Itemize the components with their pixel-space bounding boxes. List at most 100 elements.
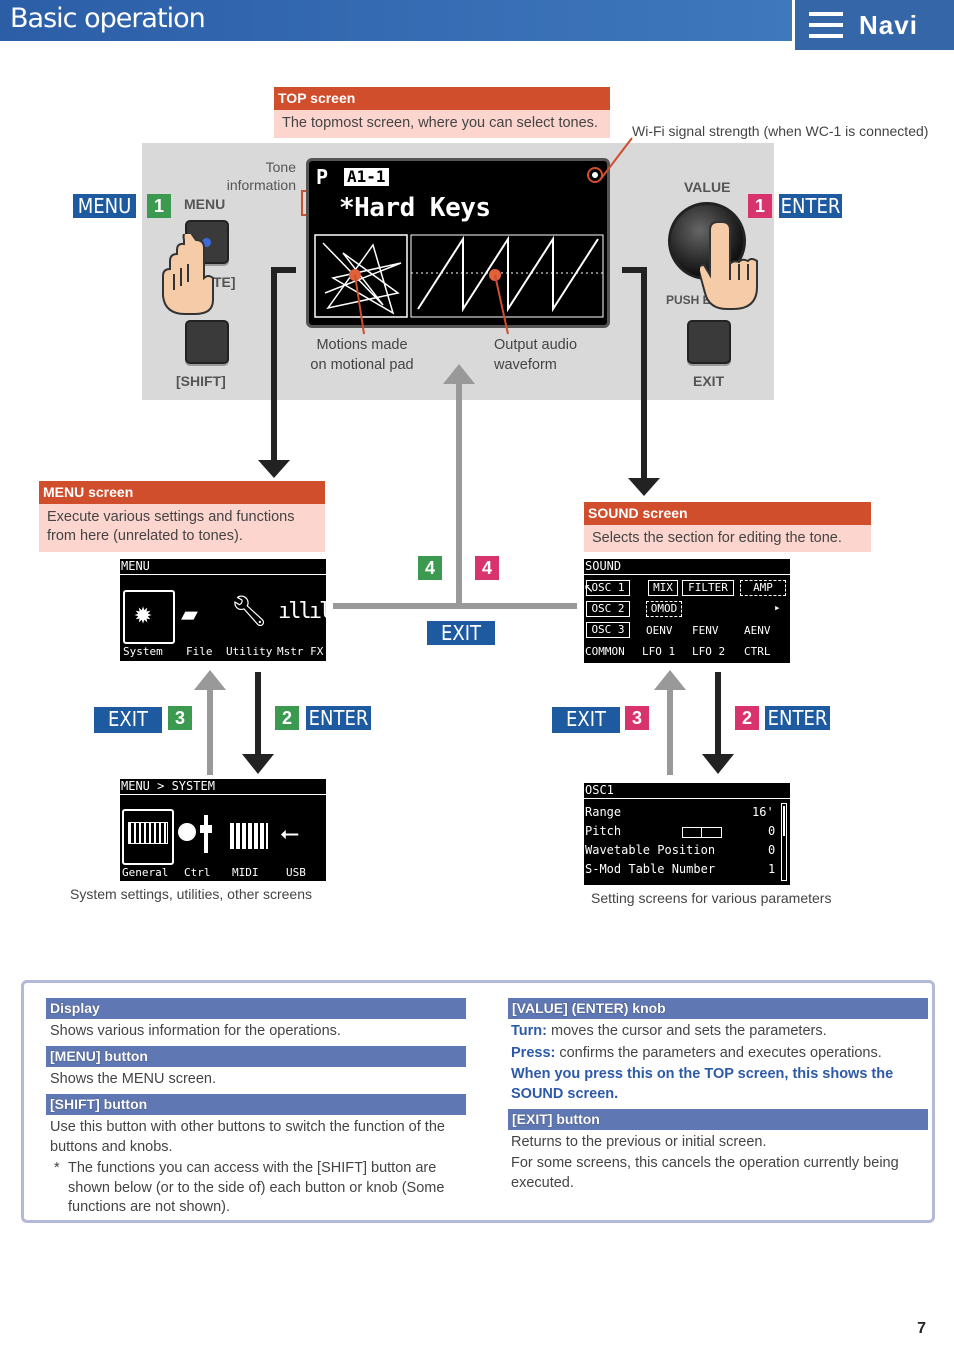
- menu-lcd: MENU ✹ ▰ 🔧︎ ıllıl System File Utility Ms…: [120, 559, 332, 661]
- osc-param-name: S-Mod Table Number: [585, 862, 716, 876]
- hand-pointer-icon: [162, 234, 214, 315]
- system-lcd-title: MENU > SYSTEM: [121, 779, 215, 793]
- press-label: Press:: [511, 1045, 556, 1061]
- system-item-usb: USB: [286, 866, 306, 879]
- sound-filter: FILTER: [682, 580, 734, 596]
- system-lcd: MENU > SYSTEM ⭠ General Ctrl MIDI USB: [120, 779, 326, 881]
- menu-desc-2: from here (unrelated to tones).: [47, 528, 243, 544]
- menu-button-text: Shows the MENU screen.: [50, 1071, 217, 1087]
- sound-lcd: SOUND OSC 1 MIX FILTER AMP OSC 2 OMOD ▸ …: [584, 559, 790, 663]
- press-line: Press: confirms the parameters and execu…: [511, 1044, 882, 1064]
- shift-button-text: Use this button with other buttons to sw…: [50, 1119, 445, 1155]
- waveform-icon: ıllıl: [278, 599, 332, 624]
- menu-item-utility: Utility: [226, 645, 273, 658]
- menu-item-system: System: [123, 645, 163, 658]
- osc-param-value: 0: [768, 843, 776, 857]
- general-tile-selected: [122, 809, 174, 865]
- system-item-midi: MIDI: [232, 866, 259, 879]
- shift-note: The functions you can access with the [S…: [68, 1160, 445, 1215]
- value-hw-label: VALUE: [684, 179, 731, 195]
- menu-screen-heading: MENU screen: [39, 481, 325, 504]
- folder-icon: ▰: [181, 597, 198, 630]
- tone-info-line-2: information: [226, 177, 296, 193]
- sound-amp: AMP: [740, 580, 786, 596]
- turn-label: Turn:: [511, 1023, 547, 1039]
- exit-text-1: Returns to the previous or initial scree…: [511, 1134, 767, 1150]
- sound-screen-heading: SOUND screen: [584, 502, 871, 525]
- tone-info-line-1: Tone: [265, 159, 296, 175]
- osc-param-name: Pitch: [585, 824, 622, 838]
- partial-label: TE]: [213, 274, 236, 290]
- motion-caption-1: Motions made: [316, 337, 408, 353]
- caption-left: System settings, utilities, other screen…: [70, 886, 312, 902]
- system-item-general: General: [122, 866, 169, 879]
- sound-lfo2: LFO 2: [692, 645, 726, 658]
- enter-tag-right: ENTER: [765, 706, 830, 730]
- enter-tag-left: ENTER: [306, 706, 371, 730]
- top-screen-note: When you press this on the TOP screen, t…: [511, 1066, 894, 1102]
- sound-arrow-icon: ▸: [774, 601, 781, 614]
- step-2-magenta: 2: [735, 706, 759, 730]
- tone-info-label: Tone: [248, 158, 296, 177]
- usb-icon: ⭠: [280, 819, 300, 847]
- menu-desc-1: Execute various settings and functions: [47, 509, 295, 525]
- navi-button[interactable]: Navi: [795, 0, 954, 50]
- midi-keys-icon: [230, 823, 268, 849]
- sound-lcd-title: SOUND: [585, 559, 622, 573]
- exit-text-2: For some screens, this cancels the opera…: [511, 1155, 899, 1191]
- slider-icon: [204, 815, 208, 853]
- lcd-tone-name: *Hard Keys: [339, 193, 491, 223]
- exit-button-heading: [EXIT] button: [508, 1109, 928, 1130]
- hand-pointer-icon: [700, 221, 758, 310]
- sound-osc2: OSC 2: [586, 601, 630, 617]
- keyboard-icon: [128, 822, 168, 844]
- wrench-icon: 🔧︎: [230, 594, 269, 629]
- display-heading: Display: [46, 998, 466, 1019]
- caption-right: Setting screens for various parameters: [591, 890, 832, 906]
- pitch-bar: [682, 827, 722, 838]
- sound-omod: OMOD: [646, 601, 682, 617]
- system-tile-selected: [123, 590, 175, 644]
- gear-icon: ✹: [134, 596, 153, 631]
- page-title: Basic operation: [10, 3, 206, 34]
- motion-caption-2: on motional pad: [310, 357, 414, 373]
- osc-lcd: OSC1 Range 16' Pitch 0 Wavetable Positio…: [584, 783, 790, 885]
- menu-tag: MENU: [73, 194, 136, 218]
- hamburger-icon: [809, 12, 843, 38]
- output-caption-2: waveform: [494, 357, 557, 373]
- shift-hw-label: [SHIFT]: [176, 373, 226, 389]
- system-item-ctrl: Ctrl: [184, 866, 211, 879]
- osc-param-value: 16': [752, 805, 774, 819]
- output-caption-1: Output audio: [494, 337, 578, 353]
- exit-hw-button[interactable]: [687, 320, 731, 364]
- lcd-patch-number: A1-1: [344, 168, 389, 186]
- navi-label: Navi: [859, 9, 918, 40]
- sound-common: COMMON: [585, 645, 625, 658]
- cursor-icon: ↖: [584, 577, 594, 596]
- value-knob-heading: [VALUE] (ENTER) knob: [508, 998, 928, 1019]
- wifi-callout-line: [599, 137, 633, 181]
- press-text: confirms the parameters and executes ope…: [555, 1045, 882, 1061]
- sound-ctrl: CTRL: [744, 645, 771, 658]
- sound-mix: MIX: [648, 580, 678, 596]
- exit-tag-right: EXIT: [552, 707, 620, 733]
- output-caption: Output audio waveform: [494, 335, 577, 375]
- osc-param-value: 1: [768, 862, 776, 876]
- shift-hw-button[interactable]: [185, 320, 229, 364]
- knob-icon: [178, 823, 196, 841]
- tone-info-bracket: [301, 190, 309, 216]
- display-text: Shows various information for the operat…: [50, 1023, 341, 1039]
- sound-oenv: OENV: [646, 624, 673, 637]
- step-2-green: 2: [275, 706, 299, 730]
- page-number: 7: [917, 1320, 926, 1337]
- motion-caption: Motions made on motional pad: [307, 335, 417, 375]
- sound-fenv: FENV: [692, 624, 719, 637]
- osc-param-value: 0: [768, 824, 776, 838]
- exit-hw-label: EXIT: [693, 373, 725, 389]
- header-bar: [0, 0, 792, 41]
- info-box: Display Shows various information for th…: [21, 980, 935, 1223]
- menu-screen-description: Execute various settings and functions f…: [39, 504, 325, 552]
- top-screen-heading: TOP screen: [274, 87, 610, 110]
- wifi-note: Wi-Fi signal strength (when WC-1 is conn…: [632, 123, 929, 139]
